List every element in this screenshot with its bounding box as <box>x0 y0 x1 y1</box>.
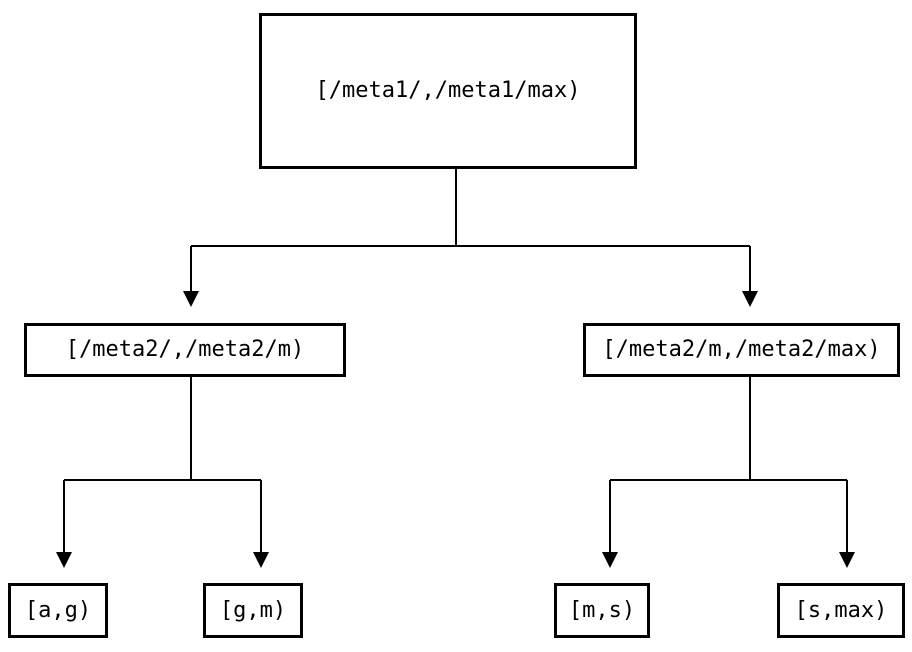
arrow-down-icon <box>742 291 758 307</box>
arrow-down-icon <box>56 552 72 568</box>
edge-left-to-children <box>56 377 269 568</box>
edge-root-to-children <box>183 169 758 307</box>
node-root: [/meta1/,/meta1/max) <box>259 13 637 169</box>
arrow-down-icon <box>839 552 855 568</box>
edge-right-to-children <box>602 377 855 568</box>
node-right-label: [/meta2/m,/meta2/max) <box>602 337 881 362</box>
node-right-right-label: [s,max) <box>794 597 888 623</box>
node-root-label: [/meta1/,/meta1/max) <box>315 78 581 103</box>
node-right-right: [s,max) <box>777 583 905 638</box>
node-right: [/meta2/m,/meta2/max) <box>583 323 900 377</box>
arrow-down-icon <box>253 552 269 568</box>
node-right-left-label: [m,s) <box>568 597 636 623</box>
node-left-right: [g,m) <box>203 583 303 638</box>
node-right-left: [m,s) <box>554 583 650 638</box>
arrow-down-icon <box>602 552 618 568</box>
node-left-label: [/meta2/,/meta2/m) <box>65 337 305 362</box>
node-left-left-label: [a,g) <box>24 597 92 623</box>
node-left-right-label: [g,m) <box>219 597 287 623</box>
node-left-left: [a,g) <box>8 583 108 638</box>
arrow-down-icon <box>183 291 199 307</box>
node-left: [/meta2/,/meta2/m) <box>24 323 346 377</box>
